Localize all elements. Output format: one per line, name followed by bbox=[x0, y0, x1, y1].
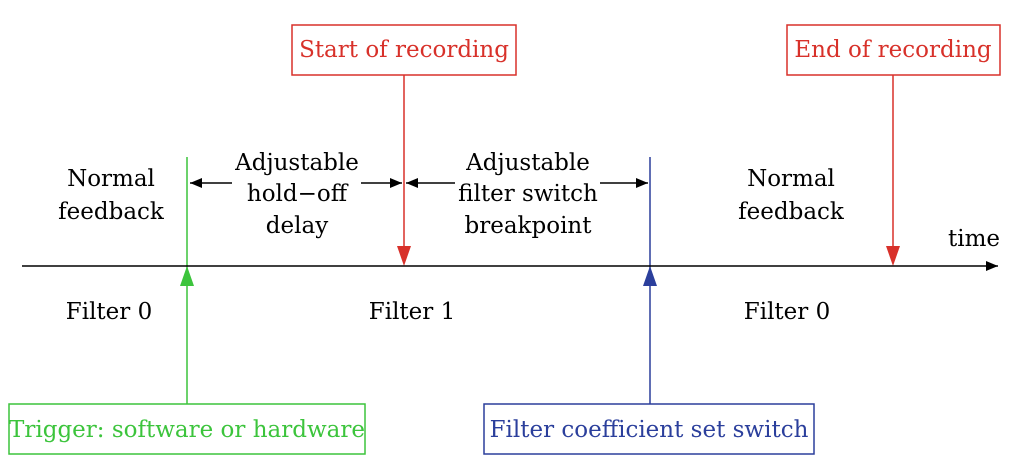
breakpoint-line3: breakpoint bbox=[465, 213, 593, 239]
holdoff-line3: delay bbox=[266, 213, 328, 239]
end-marker-arrowhead bbox=[886, 246, 900, 266]
holdoff-line1: Adjustable bbox=[234, 150, 359, 176]
breakpoint-line1: Adjustable bbox=[465, 150, 590, 176]
filter-switch-box-label: Filter coefficient set switch bbox=[490, 417, 809, 443]
time-axis-label: time bbox=[948, 226, 1000, 252]
trigger-box bbox=[8, 403, 366, 455]
filter-switch-box bbox=[483, 403, 815, 455]
breakpoint-line2: filter switch bbox=[458, 181, 598, 207]
normal-feedback-left-line1: Normal bbox=[67, 166, 155, 192]
start-marker-arrowhead bbox=[397, 246, 411, 266]
normal-feedback-left-line2: feedback bbox=[58, 199, 165, 225]
filter-switch-marker-arrowhead bbox=[643, 266, 657, 286]
trigger-marker-arrowhead bbox=[180, 266, 194, 286]
trigger-box-label: Trigger: software or hardware bbox=[9, 417, 365, 443]
filter-label-mid: Filter 1 bbox=[369, 299, 455, 325]
holdoff-line2: hold−off bbox=[247, 181, 349, 207]
filter-label-left: Filter 0 bbox=[66, 299, 152, 325]
start-of-recording-label: Start of recording bbox=[299, 37, 509, 63]
end-of-recording-label: End of recording bbox=[794, 37, 992, 63]
normal-feedback-right-line1: Normal bbox=[747, 166, 835, 192]
normal-feedback-right-line2: feedback bbox=[738, 199, 845, 225]
filter-label-right: Filter 0 bbox=[744, 299, 830, 325]
